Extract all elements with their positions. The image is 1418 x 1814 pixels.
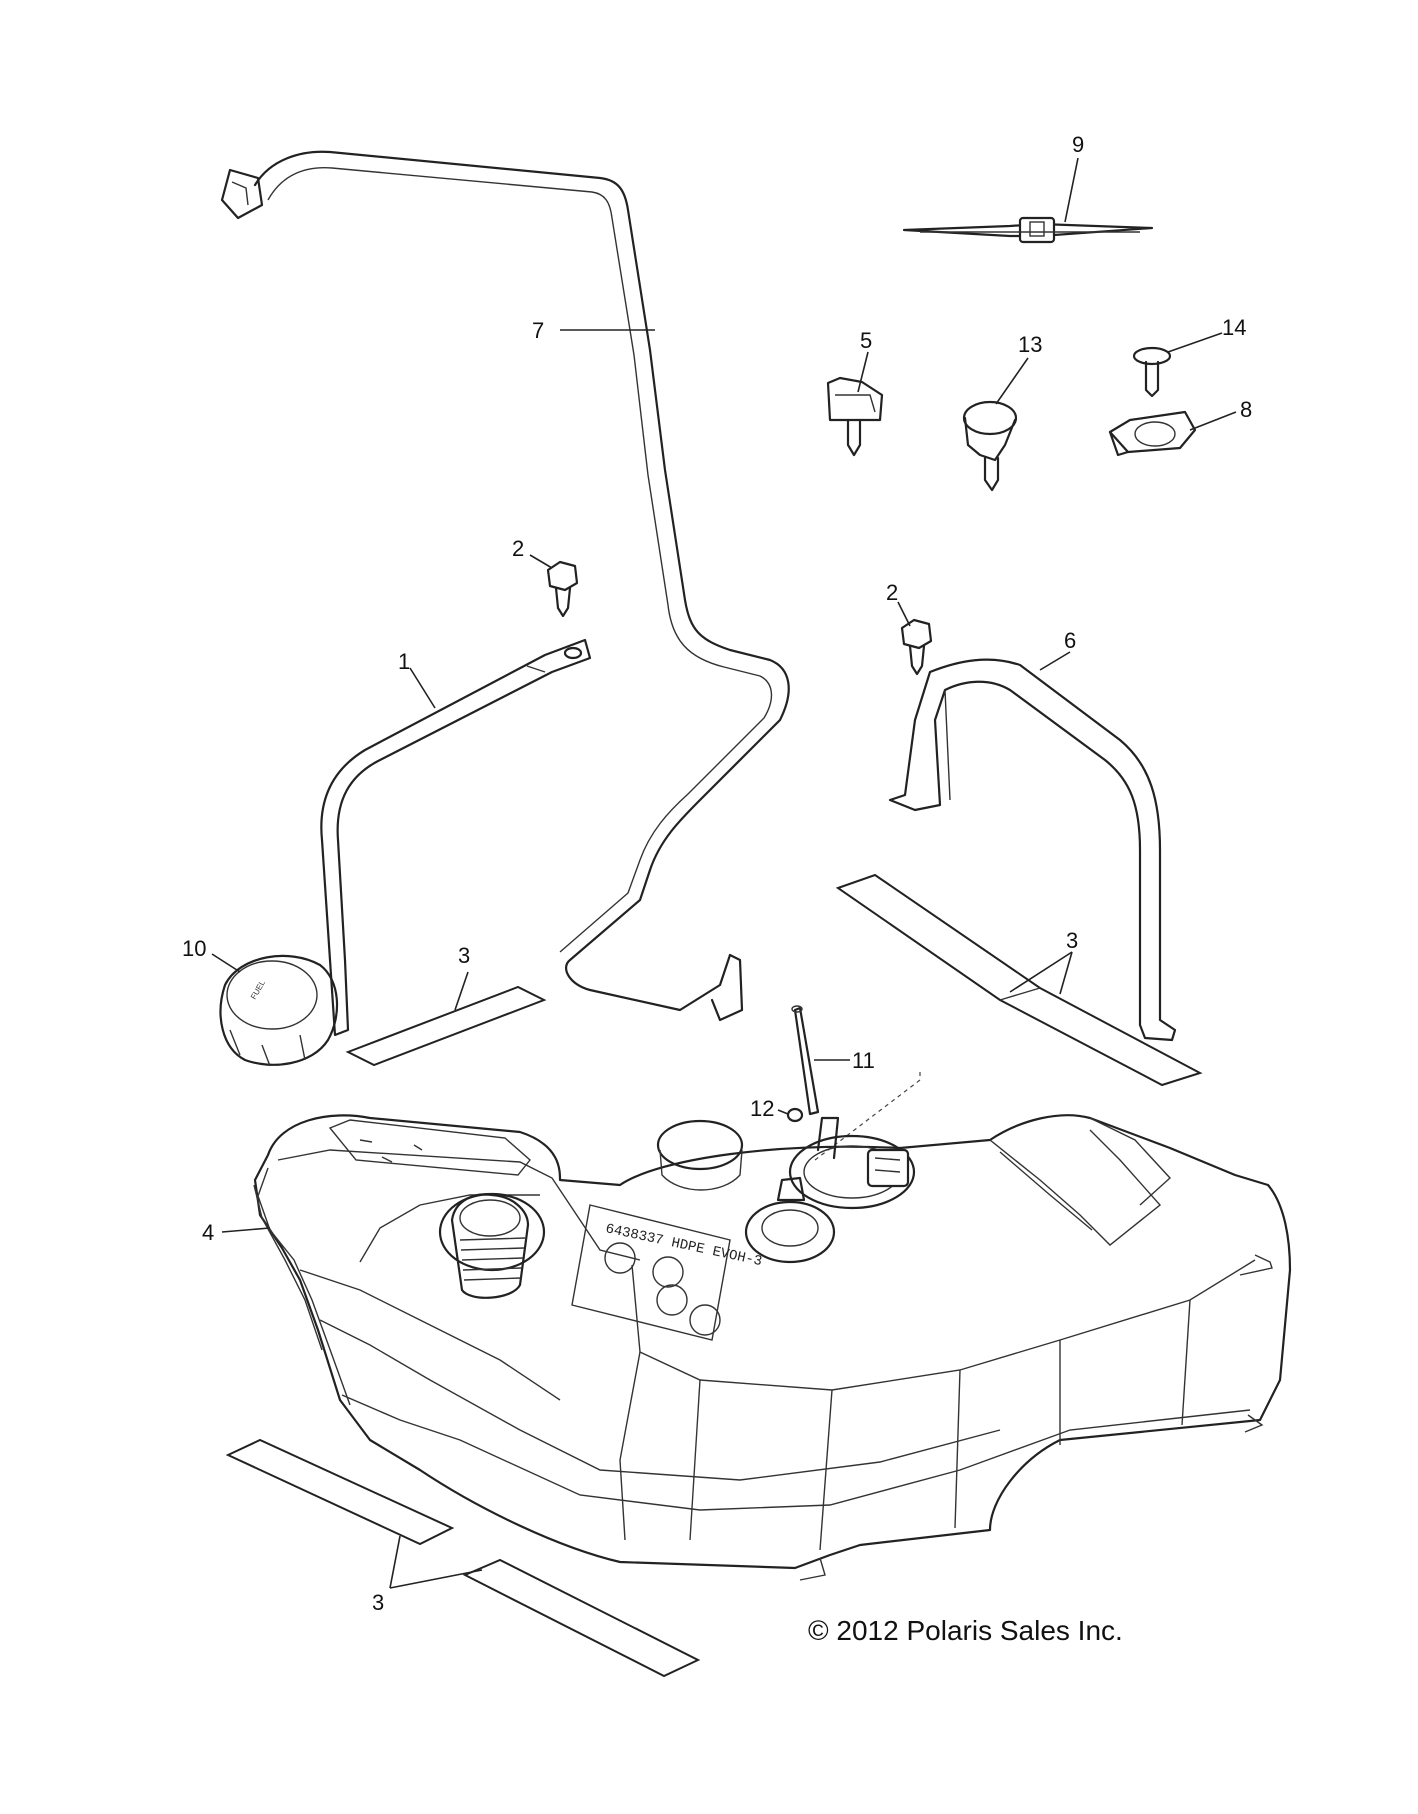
- callout-5: 5: [860, 328, 872, 353]
- callout-10: 10: [182, 936, 206, 961]
- callout-2b: 2: [886, 580, 898, 605]
- callout-2a: 2: [512, 536, 524, 561]
- callout-13: 13: [1018, 332, 1042, 357]
- callout-4: 4: [202, 1220, 214, 1245]
- fuel-tube-11: [791, 1005, 820, 1116]
- clip-5: [826, 376, 884, 457]
- leader-1: [409, 667, 436, 709]
- hose-clip-13: [962, 400, 1018, 492]
- pad-3-c2: [462, 1558, 701, 1678]
- leader-3c1: [389, 1535, 401, 1589]
- tank-strap-left: [320, 638, 592, 1037]
- pad-3-b: [835, 873, 1203, 1087]
- leader-2a: [529, 554, 553, 569]
- leader-10: [211, 953, 241, 973]
- cable-tie: [902, 216, 1154, 244]
- leader-3c2: [389, 1569, 483, 1589]
- push-rivet-14: [1132, 346, 1172, 398]
- leader-9: [1064, 157, 1079, 223]
- callout-7: 7: [532, 318, 544, 343]
- leader-4: [221, 1227, 271, 1233]
- callout-9: 9: [1072, 132, 1084, 157]
- leader-6: [1039, 651, 1071, 671]
- o-ring-12: [786, 1107, 804, 1123]
- tank-strap-right: [888, 658, 1177, 1042]
- callout-12: 12: [750, 1096, 774, 1121]
- leader-12: [777, 1109, 789, 1115]
- pad-3-c1: [225, 1438, 455, 1546]
- callout-6: 6: [1064, 628, 1076, 653]
- leader-13: [995, 357, 1029, 405]
- callout-3c: 3: [372, 1590, 384, 1615]
- screw-2-right: [900, 618, 933, 676]
- callout-11: 11: [852, 1048, 875, 1073]
- svg-text:FUEL: FUEL: [249, 978, 267, 1001]
- leader-5: [857, 351, 869, 393]
- leader-3b2: [1059, 951, 1073, 995]
- callout-1: 1: [398, 649, 410, 674]
- copyright-notice: © 2012 Polaris Sales Inc.: [808, 1615, 1123, 1646]
- callout-3b: 3: [1066, 928, 1078, 953]
- callout-14: 14: [1222, 315, 1246, 340]
- leader-8: [1189, 411, 1237, 431]
- leader-3a: [454, 971, 469, 1011]
- callout-8: 8: [1240, 397, 1252, 422]
- pad-3-a: [345, 985, 547, 1067]
- callout-3a: 3: [458, 943, 470, 968]
- assembly-guide-line: [814, 1072, 921, 1161]
- leader-3b1: [1009, 951, 1073, 993]
- leader-14: [1167, 332, 1223, 353]
- leader-2b: [897, 601, 911, 627]
- vent-hose: [220, 150, 790, 1022]
- fuel-cap: FUEL: [219, 954, 339, 1067]
- hose-clamp-8: [1108, 410, 1197, 457]
- screw-2-left: [546, 560, 579, 618]
